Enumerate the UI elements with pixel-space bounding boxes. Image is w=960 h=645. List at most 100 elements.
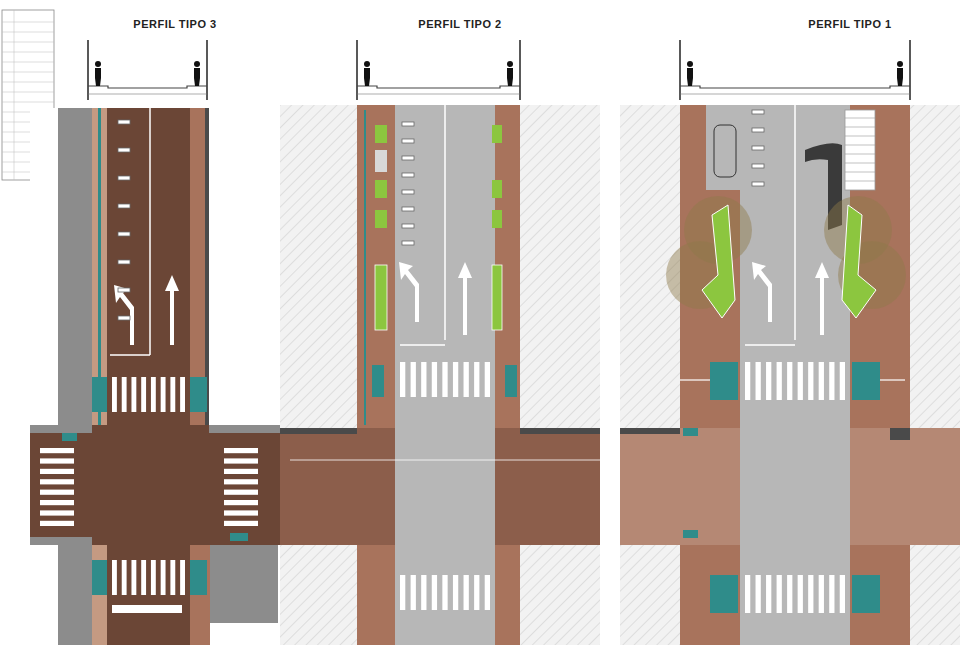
crosswalk-stripe: [421, 575, 426, 610]
sidewalk: [357, 105, 395, 428]
tactile-paving: [92, 560, 107, 595]
crosswalk-stripe: [40, 448, 74, 453]
crosswalk-stripe: [40, 521, 74, 526]
crosswalk-stripe: [224, 500, 258, 505]
crosswalk-stripe: [224, 458, 258, 463]
crosswalk-stripe: [224, 510, 258, 515]
sign-marker: [118, 232, 130, 236]
bench-slat: [845, 118, 875, 119]
crosswalk-stripe: [840, 362, 845, 400]
sign-marker: [118, 204, 130, 208]
road-arrow: [752, 262, 772, 322]
road: [395, 428, 495, 545]
sign-marker: [752, 164, 764, 168]
crosswalk-stripe: [787, 362, 792, 400]
table-rule: [2, 62, 54, 63]
crosswalk-stripe: [224, 448, 258, 453]
sidewalk: [92, 545, 107, 645]
crosswalk-stripe: [131, 560, 136, 595]
road-arrow: [114, 285, 134, 345]
crosswalk-stripe: [151, 377, 156, 412]
crosswalk-stripe: [787, 575, 792, 613]
building-hatch: [910, 105, 960, 428]
building-wall: [87, 40, 89, 100]
intersection-paving: [620, 428, 960, 545]
intersection-paving: [280, 428, 600, 545]
guide-line: [680, 379, 710, 380]
building-wall: [909, 40, 911, 100]
stop-line: [400, 344, 445, 346]
planter: [842, 205, 876, 318]
crosswalk-stripe: [40, 500, 74, 505]
road-arrow: [458, 262, 472, 335]
crosswalk-stripe: [829, 362, 834, 400]
tactile-paving: [852, 575, 880, 613]
table-rule: [2, 102, 54, 103]
panel-perfil-1: [620, 40, 960, 645]
tactile-paving: [505, 365, 517, 397]
crosswalk-stripe: [40, 510, 74, 515]
sidewalk: [680, 545, 740, 645]
car-outline: [714, 125, 736, 177]
crosswalk-stripe: [819, 575, 824, 613]
bench: [375, 150, 387, 172]
planter: [375, 265, 387, 330]
crosswalk-stripe: [485, 362, 490, 397]
crosswalk-stripe: [170, 377, 175, 412]
crosswalk-stripe: [112, 560, 117, 595]
curb-edge: [620, 428, 680, 434]
crosswalk-stripe: [464, 362, 469, 397]
crosswalk-stripe: [122, 377, 127, 412]
crosswalk-stripe: [151, 560, 156, 595]
sign-marker: [402, 139, 414, 143]
crosswalk-stripe: [808, 362, 813, 400]
table-rule: [2, 52, 54, 53]
dimension-line: [357, 94, 520, 95]
crosswalk-stripe: [829, 575, 834, 613]
crosswalk-stripe: [141, 377, 146, 412]
panel-title: PERFIL TIPO 2: [415, 18, 504, 30]
table-rule: [2, 42, 54, 43]
crosswalk-stripe: [474, 575, 479, 610]
bench: [845, 110, 875, 190]
crosswalk-stripe: [400, 362, 405, 397]
table-rule: [14, 10, 15, 180]
planter: [492, 125, 502, 143]
crosswalk-stripe: [170, 560, 175, 595]
crosswalk-stripe: [224, 479, 258, 484]
building-wall: [356, 40, 358, 100]
crosswalk-stripe: [411, 575, 416, 610]
planter: [492, 210, 502, 228]
crosswalk-stripe: [122, 560, 127, 595]
planter: [702, 205, 735, 318]
sidewalk: [190, 545, 210, 645]
bench-slat: [845, 127, 875, 128]
parking-bay: [706, 105, 740, 190]
intersection: [30, 425, 280, 545]
planter: [375, 210, 387, 228]
crosswalk-stripe: [432, 362, 437, 397]
building-block: [58, 545, 92, 645]
sidewalk: [357, 545, 395, 645]
building-wall: [206, 40, 208, 100]
sign-marker: [402, 190, 414, 194]
street-section: [680, 86, 910, 88]
bench-slat: [845, 145, 875, 146]
table-rule: [2, 32, 54, 33]
table-rule: [2, 82, 54, 83]
bench-slat: [845, 136, 875, 137]
crosswalk-stripe: [777, 575, 782, 613]
crosswalk-stripe: [766, 362, 771, 400]
sign-marker: [402, 122, 414, 126]
crosswalk-stripe: [131, 377, 136, 412]
table-rule: [2, 92, 54, 93]
crosswalk-stripe: [756, 362, 761, 400]
panel-perfil-2: [280, 40, 600, 645]
crosswalk-stripe: [432, 575, 437, 610]
sidewalk: [92, 108, 107, 425]
building-hatch: [910, 545, 960, 645]
building-hatch: [620, 545, 680, 645]
dimension-line: [88, 94, 207, 95]
ground: [30, 545, 58, 645]
